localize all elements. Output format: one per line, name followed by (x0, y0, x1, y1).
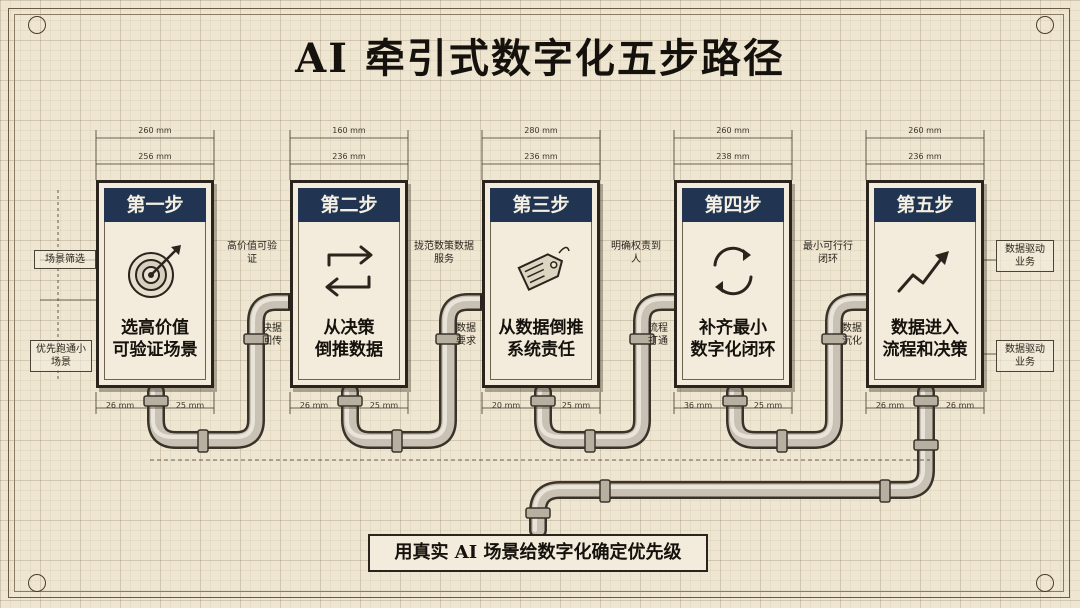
annotation-step5-right: 数据驱动业务 (996, 240, 1054, 272)
tag-icon (517, 246, 570, 291)
step-label: 第一步 (104, 188, 206, 222)
annotation-step2-connector: 数据要求 (456, 323, 476, 347)
annotation-step5-right2: 数据驱动业务 (996, 340, 1054, 372)
dim-label: 25 mm (753, 401, 783, 410)
corner-mark (28, 574, 46, 592)
dim-label: 280 mm (524, 126, 558, 135)
dim-label: 236 mm (332, 152, 366, 161)
dim-label: 26 mm (945, 401, 975, 410)
step-text: 从数据倒推系统责任 (498, 318, 584, 360)
step-label: 第三步 (490, 188, 592, 222)
dim-label: 26 mm (875, 401, 905, 410)
step-label: 第四步 (682, 188, 784, 222)
cycle-icon (713, 246, 753, 296)
dim-label: 260 mm (716, 126, 750, 135)
step-label: 第二步 (298, 188, 400, 222)
step-card-4: 第四步 补齐最小数字化闭环 (674, 180, 792, 388)
annotation-scene-filter: 场景筛选 (34, 250, 96, 269)
step-card-2: 第二步 从决策倒推数据 (290, 180, 408, 388)
corner-mark (1036, 574, 1054, 592)
annotation-step4-right: 最小可行行闭环 (803, 241, 853, 265)
dim-label: 25 mm (561, 401, 591, 410)
annotation-small-scene: 优先跑通小场景 (30, 340, 92, 372)
dim-label: 260 mm (138, 126, 172, 135)
step-card-3: 第三步 从数据倒推系统责任 (482, 180, 600, 388)
step-text: 选高价值可验证场景 (112, 318, 198, 360)
step-card-1: 第一步 选高价值可验证场景 (96, 180, 214, 388)
dim-label: 260 mm (908, 126, 942, 135)
dim-label: 236 mm (908, 152, 942, 161)
dim-label: 26 mm (105, 401, 135, 410)
dim-label: 238 mm (716, 152, 750, 161)
dim-label: 36 mm (683, 401, 713, 410)
corner-mark (1036, 16, 1054, 34)
step-card-5: 第五步 数据进入流程和决策 (866, 180, 984, 388)
step-text: 补齐最小数字化闭环 (690, 318, 776, 360)
annotation-step1-connector: 决据回传 (262, 323, 282, 347)
annotation-step4-connector: 数据沉化 (842, 323, 862, 347)
dim-label: 26 mm (299, 401, 329, 410)
annotation-step3-connector: 流程打通 (648, 323, 668, 347)
dim-label: 160 mm (332, 126, 366, 135)
step-label: 第五步 (874, 188, 976, 222)
dim-label: 236 mm (524, 152, 558, 161)
dim-label: 256 mm (138, 152, 172, 161)
dim-label: 25 mm (369, 401, 399, 410)
page-title: AI 牵引式数字化五步路径 (295, 35, 785, 82)
reverse-arrows-icon (325, 245, 373, 297)
dim-label: 20 mm (491, 401, 521, 410)
trend-arrow-icon (897, 251, 949, 293)
step-text: 数据进入流程和决策 (882, 318, 968, 360)
annotation-step2-right: 拢范数策数据服务 (414, 241, 474, 265)
dim-label: 25 mm (175, 401, 205, 410)
annotation-step3-right: 明确权责到人 (611, 241, 661, 265)
annotation-step1-right: 高价值可验证 (227, 241, 277, 265)
step-text: 从决策倒推数据 (315, 318, 383, 360)
conclusion-box: 用真实 AI 场景给数字化确定优先级 (368, 534, 708, 572)
corner-mark (28, 16, 46, 34)
target-icon (128, 245, 181, 298)
